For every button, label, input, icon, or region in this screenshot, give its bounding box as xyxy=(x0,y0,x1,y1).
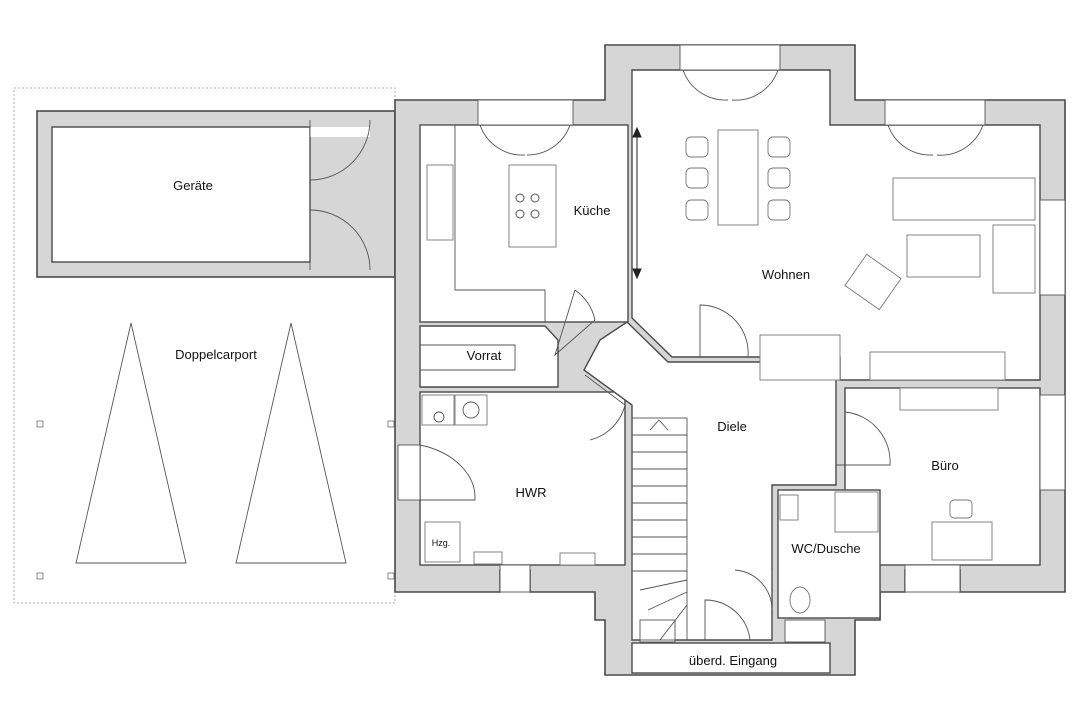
geraete-door-1[interactable] xyxy=(309,119,371,181)
hwr-fixtures xyxy=(421,394,596,566)
geraete-room xyxy=(36,110,396,278)
label-wohnen: Wohnen xyxy=(762,267,810,282)
kitchen-island xyxy=(508,164,557,248)
staircase xyxy=(631,417,688,641)
sliding-door-arrow xyxy=(632,126,642,280)
kitchen-counter xyxy=(420,124,557,322)
label-eingang: überd. Eingang xyxy=(689,653,777,668)
geraete-door-2[interactable] xyxy=(309,209,371,271)
vorrat-shelves xyxy=(420,344,516,371)
vorrat-room xyxy=(419,325,559,388)
desk xyxy=(931,499,993,561)
sofa xyxy=(844,177,1036,311)
cooktop-icon xyxy=(515,193,540,219)
label-heating: Hzg. xyxy=(432,538,451,548)
windows xyxy=(397,44,1066,643)
eingang-area xyxy=(631,642,831,674)
parking-space-markers xyxy=(75,322,347,564)
toilet-icon xyxy=(789,586,811,614)
label-buero: Büro xyxy=(931,458,958,473)
sideboards xyxy=(759,334,1006,411)
label-diele: Diele xyxy=(717,419,747,434)
label-carport: Doppelcarport xyxy=(175,347,257,362)
heating-unit xyxy=(424,521,461,563)
wc-fixtures xyxy=(779,491,879,614)
label-hwr: HWR xyxy=(515,485,546,500)
sink-icon xyxy=(426,164,454,241)
label-geraete: Geräte xyxy=(173,178,213,193)
label-wc: WC/Dusche xyxy=(791,541,860,556)
interior-doors[interactable] xyxy=(554,289,891,641)
dining-table xyxy=(685,129,791,226)
label-vorrat: Vorrat xyxy=(467,348,502,363)
carport-posts xyxy=(36,420,395,580)
french-doors[interactable] xyxy=(419,69,984,501)
label-kueche: Küche xyxy=(574,203,611,218)
